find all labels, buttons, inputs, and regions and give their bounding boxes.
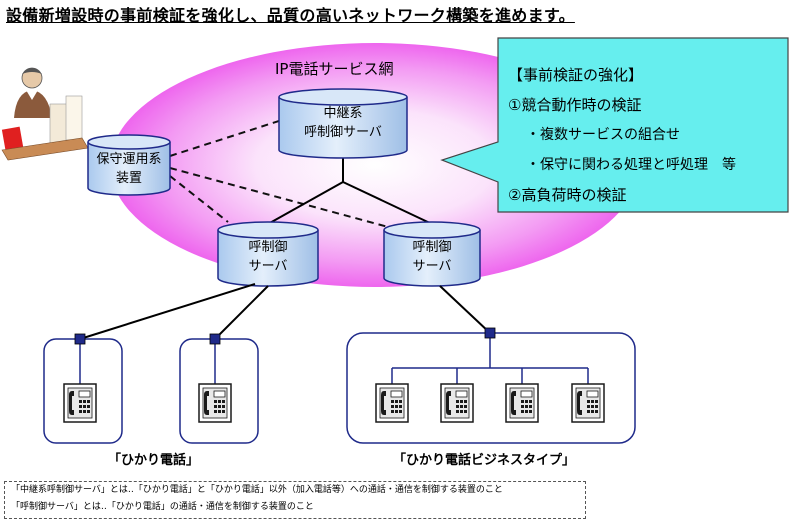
call-control-server-right [383,221,481,287]
person-at-desk-icon [1,67,89,161]
business-group-label: 「ひかり電話ビジネスタイプ」 [393,453,576,468]
note-call-server: 「呼制御サーバ」とは‥「ひかり電話」の通話・通信を制御する装置のこと [11,502,314,512]
call-control-server-left [217,221,319,287]
maintenance-device-label-line1: 保守運用系 [96,152,162,167]
call-server-right-label-line2: サーバ [412,259,452,274]
page-heading: 設備新増設時の事前検証を強化し、品質の高いネットワーク構築を進めます。 [6,6,575,25]
relay-server-label-line2: 呼制御サーバ [304,125,382,140]
relay-server-label-line1: 中継系 [323,106,363,121]
junction-icon [484,327,496,339]
callout-title: 【事前検証の強化】 [508,66,644,84]
callout-sub-1: ・複数サービスの組合せ [526,127,680,143]
network-label: IP電話サービス網 [275,60,394,78]
relay-server-label: 中継系 呼制御サーバ [279,104,407,142]
callout-text: 【事前検証の強化】 ①競合動作時の検証 ・複数サービスの組合せ ・保守に関わる処… [508,60,793,210]
junction-icon [74,333,86,345]
call-server-left-label: 呼制御 サーバ [218,238,318,276]
call-server-right-label: 呼制御 サーバ [384,238,480,276]
relay-call-control-server [278,88,408,159]
ip-phone-icon [440,383,474,423]
note-relay-server: 「中継系呼制御サーバ」とは‥「ひかり電話」と「ひかり電話」以外（加入電話等）への… [11,485,503,495]
ip-phone-icon [63,383,97,423]
ip-phone-icon [198,383,232,423]
ip-phone-icon [375,383,409,423]
callout-item-2: ②高負荷時の検証 [508,186,627,204]
maintenance-device-label-line2: 装置 [115,171,142,186]
call-server-left-label-line2: サーバ [248,259,288,274]
verification-callout [440,37,789,213]
maintenance-operation-device [87,134,171,196]
callout-item-1: ①競合動作時の検証 [508,96,642,114]
maintenance-device-label: 保守運用系 装置 [88,150,170,188]
call-server-left-label-line1: 呼制御 [248,240,288,255]
junction-icon [209,333,221,345]
call-server-right-label-line1: 呼制御 [412,240,452,255]
callout-sub-2: ・保守に関わる処理と呼処理 等 [526,157,736,173]
hikari-group-label: 「ひかり電話」 [108,453,200,468]
definition-notes: 「中継系呼制御サーバ」とは‥「ひかり電話」と「ひかり電話」以外（加入電話等）への… [4,481,586,519]
ip-phone-icon [505,383,539,423]
ip-phone-icon [571,383,605,423]
